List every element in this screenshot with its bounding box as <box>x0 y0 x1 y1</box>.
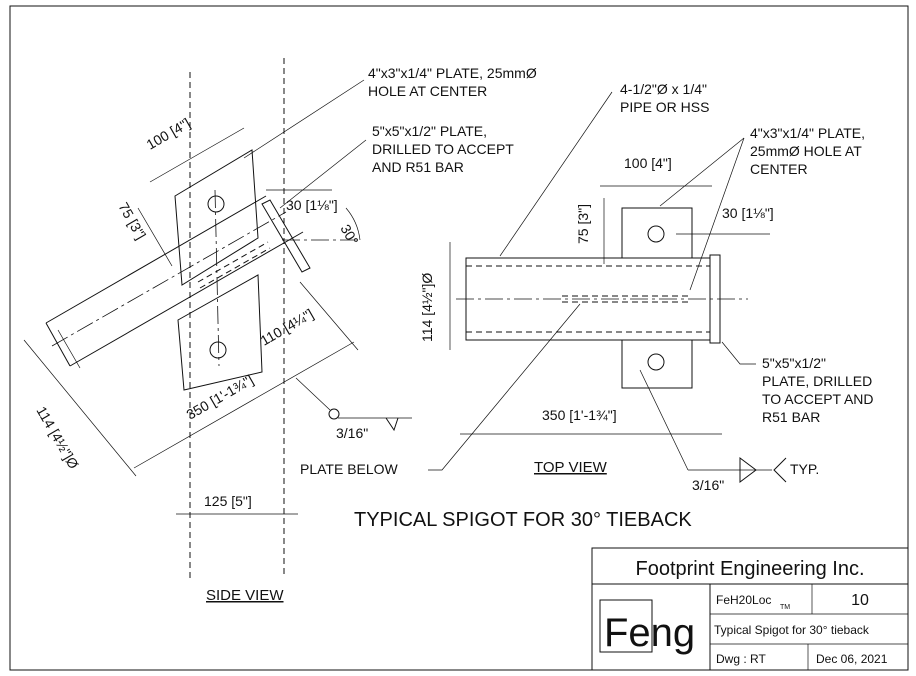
side-dim-bottom: 125 [5"] <box>204 493 252 509</box>
top-plate-hole-lower <box>647 353 665 371</box>
callout-small-plate-1: 4"x3"x1/4" PLATE, 25mmØ <box>368 65 537 81</box>
sheet-border <box>9 5 909 671</box>
top-dim-end-plate: 30 [1⅛"] <box>722 205 774 221</box>
callout-end-plate-1: 5"x5"x1/2" PLATE, <box>372 123 487 139</box>
side-dim-pipe-dia: 114 [4½"]Ø <box>33 404 82 472</box>
top-weld-leader <box>639 369 689 471</box>
side-plate-hole-lower <box>209 341 227 359</box>
top-plate-lower <box>621 339 693 389</box>
top-dim-plate-width: 100 [4"] <box>624 155 672 171</box>
callouts: 4"x3"x1/4" PLATE, 25mmØ HOLE AT CENTER 5… <box>243 65 874 477</box>
top-end-plate <box>709 254 721 344</box>
pipe-wall-left <box>57 329 81 369</box>
pipe-centerline <box>51 211 287 347</box>
sheet-description: Typical Spigot for 30° tieback <box>714 623 870 637</box>
dim-line-114 <box>23 339 137 477</box>
side-dim-length: 350 [1'-1¾"] <box>184 371 257 422</box>
top-dim-plate-height: 75 [3"] <box>575 204 591 244</box>
bar-hidden <box>197 241 269 283</box>
top-fillet-symbol <box>739 457 757 483</box>
side-weld-leader <box>295 377 331 411</box>
leader-top-plate-upper <box>659 137 745 207</box>
callout-top-plate-2: 25mmØ HOLE AT <box>750 143 862 159</box>
side-plate-hole-upper <box>207 195 225 213</box>
logo-box <box>599 599 653 653</box>
dim-line-75 <box>137 207 173 267</box>
callout-top-plate-3: CENTER <box>750 161 808 177</box>
drawing-date: Dec 06, 2021 <box>816 652 888 666</box>
title-block: Footprint Engineering Inc. Feng FeH20Loc… <box>591 547 909 671</box>
side-dim-plate-width: 100 [4"] <box>144 115 193 153</box>
leader-plate-below <box>428 303 581 471</box>
top-dim-pipe-dia: 114 [4½"]Ø <box>419 273 435 342</box>
top-weld-size: 3/16" <box>692 477 724 493</box>
callout-pipe-2: PIPE OR HSS <box>620 99 709 115</box>
callout-end-plate-3: AND R51 BAR <box>372 159 464 175</box>
leader-top-plate-lower <box>689 137 745 291</box>
top-plate-upper <box>621 207 693 259</box>
side-dim-plate-height: 75 [3"] <box>115 200 149 243</box>
drawing-title: TYPICAL SPIGOT FOR 30° TIEBACK <box>354 509 692 531</box>
top-view: 100 [4"] 75 [3"] 30 [1⅛"] 114 [4½"]Ø 350… <box>419 155 819 493</box>
drawing-ref: Dwg : RT <box>716 652 766 666</box>
callout-top-plate-1: 4"x3"x1/4" PLATE, <box>750 125 865 141</box>
leader-top-end-plate <box>721 341 756 365</box>
side-dim-offset: 110 [4¼"] <box>258 306 317 349</box>
callout-top-end-2: PLATE, DRILLED <box>762 373 872 389</box>
dim-line-350 <box>133 341 355 469</box>
top-weld-note: TYP. <box>790 461 819 477</box>
side-weld-size: 3/16" <box>336 425 368 441</box>
dim-line-110 <box>299 281 359 351</box>
leader-small-plate <box>243 79 365 159</box>
callout-top-end-3: TO ACCEPT AND <box>762 391 874 407</box>
callout-top-end-4: R51 BAR <box>762 409 820 425</box>
pipe-end-left <box>45 322 71 367</box>
side-fillet-symbol <box>385 417 399 432</box>
side-end-plate <box>261 199 311 273</box>
company-name: Footprint Engineering Inc. <box>635 558 864 580</box>
callout-end-plate-2: DRILLED TO ACCEPT <box>372 141 514 157</box>
top-plate-hole-upper <box>647 225 665 243</box>
project-tm: TM <box>780 604 790 611</box>
side-plate-centerline <box>214 189 220 367</box>
sheet-number: 10 <box>851 592 869 609</box>
side-dim-end-plate: 30 [1⅛"] <box>286 197 338 213</box>
callout-top-end-1: 5"x5"x1/2" <box>762 355 826 371</box>
side-angle: 30° <box>337 222 361 248</box>
callout-plate-below: PLATE BELOW <box>300 461 399 477</box>
logo-text: Feng <box>604 611 695 655</box>
top-dim-length: 350 [1'-1¾"] <box>542 407 617 423</box>
side-plate-upper <box>174 149 259 286</box>
pipe-bottom-edge <box>69 231 304 367</box>
bar-hidden-2 <box>199 247 271 289</box>
side-weld-circle <box>328 408 340 420</box>
side-view-title: SIDE VIEW <box>206 587 284 604</box>
dim-line-100 <box>149 127 245 183</box>
title-block-frame <box>591 547 909 671</box>
callout-small-plate-2: HOLE AT CENTER <box>368 83 487 99</box>
angle-arc <box>345 207 361 241</box>
side-plate-lower <box>177 274 263 391</box>
leader-pipe <box>499 91 613 257</box>
project-code: FeH20Loc <box>716 593 771 607</box>
top-weld-tail <box>773 457 787 483</box>
leader-end-plate <box>279 139 367 209</box>
callout-pipe-1: 4-1/2"Ø x 1/4" <box>620 81 707 97</box>
pipe-top-edge <box>45 195 267 324</box>
top-view-title: TOP VIEW <box>534 459 608 476</box>
